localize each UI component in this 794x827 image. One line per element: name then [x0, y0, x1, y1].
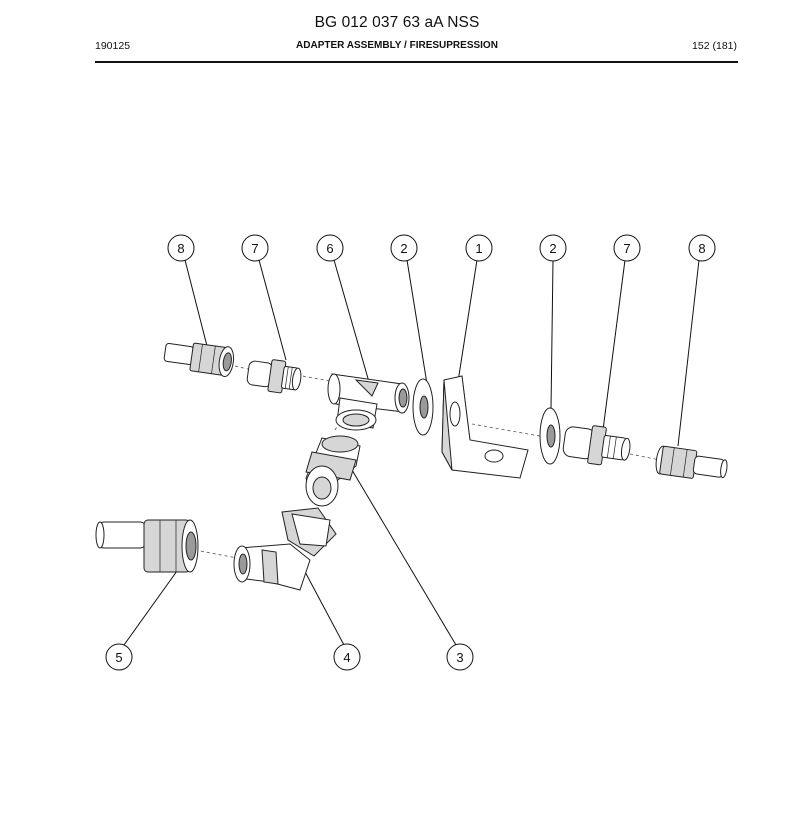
- callout-2-right: 2: [539, 234, 567, 262]
- page-number: 152 (181): [692, 40, 737, 52]
- callout-1: 1: [465, 234, 493, 262]
- section-title: ADAPTER ASSEMBLY / FIRESUPRESSION: [296, 40, 498, 51]
- svg-text:8: 8: [698, 241, 705, 256]
- callout-7-right: 7: [613, 234, 641, 262]
- part-8-left-adapter: [163, 342, 235, 378]
- part-2-left-washer: [412, 378, 434, 436]
- svg-text:2: 2: [400, 241, 407, 256]
- svg-text:7: 7: [251, 241, 258, 256]
- svg-text:8: 8: [177, 241, 184, 256]
- callout-5: 5: [105, 643, 133, 671]
- svg-text:4: 4: [343, 650, 350, 665]
- part-7-left-nipple: [246, 359, 302, 394]
- part-7-right-nipple: [562, 425, 631, 466]
- svg-text:6: 6: [326, 241, 333, 256]
- callout-8-right: 8: [688, 234, 716, 262]
- leader-lines: [123, 259, 700, 646]
- part-2-right-washer: [539, 407, 561, 465]
- part-1-bracket: [441, 375, 529, 479]
- callout-4: 4: [333, 643, 361, 671]
- callout-7-left: 7: [241, 234, 269, 262]
- svg-text:2: 2: [549, 241, 556, 256]
- part-5-coupling: [95, 519, 199, 573]
- header-rule: [95, 61, 738, 63]
- svg-text:3: 3: [456, 650, 463, 665]
- callout-6: 6: [316, 234, 344, 262]
- document-number: 190125: [95, 40, 131, 52]
- svg-text:7: 7: [623, 241, 630, 256]
- part-4-elbow: [233, 507, 337, 591]
- callout-2-left: 2: [390, 234, 418, 262]
- part-8-right-adapter: [655, 445, 728, 479]
- part-3-connector: [305, 435, 361, 507]
- document-title: BG 012 037 63 aA NSS: [314, 14, 480, 31]
- callout-8-left: 8: [167, 234, 195, 262]
- callout-3: 3: [446, 643, 474, 671]
- svg-text:5: 5: [115, 650, 122, 665]
- part-6-tee: [327, 373, 410, 431]
- svg-text:1: 1: [475, 241, 482, 256]
